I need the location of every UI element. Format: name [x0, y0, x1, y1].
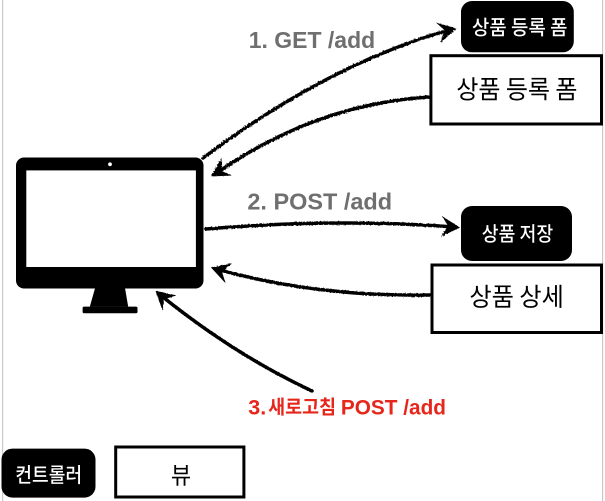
svg-text:2. POST /add: 2. POST /add: [247, 189, 392, 215]
svg-text:POST /add: POST /add: [341, 396, 446, 420]
svg-text:3.: 3.: [248, 396, 266, 420]
svg-text:1. GET /add: 1. GET /add: [249, 27, 376, 53]
